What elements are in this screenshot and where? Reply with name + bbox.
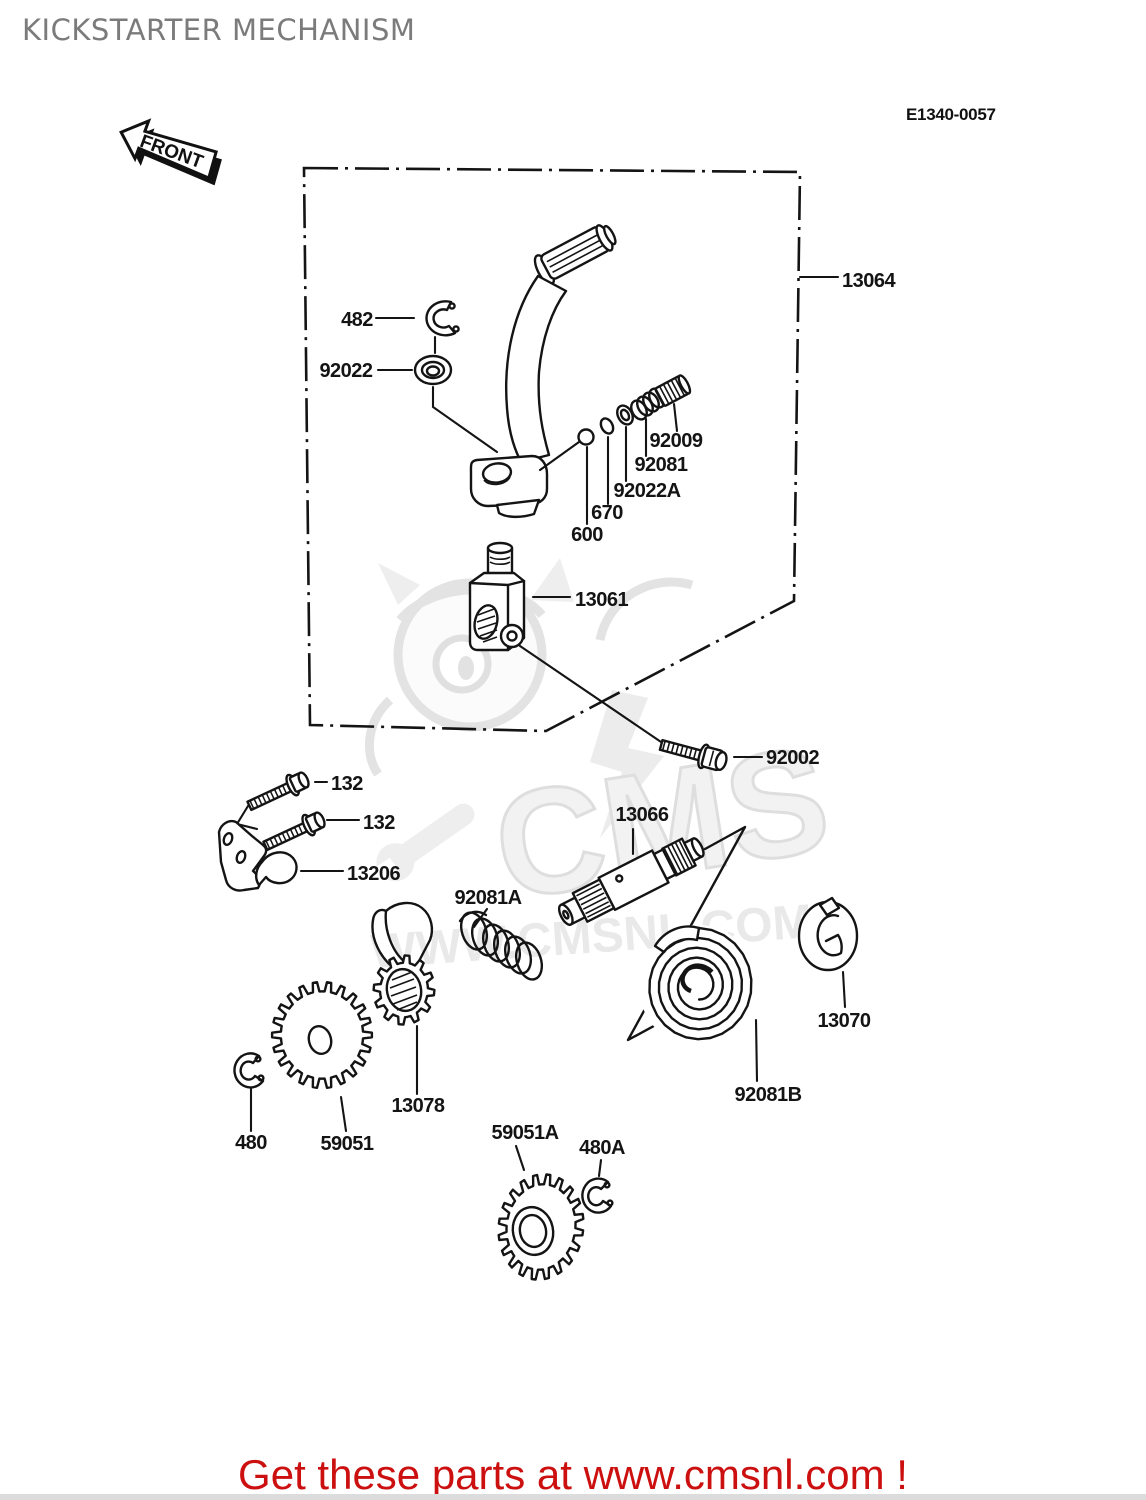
part-13061-kickstarter-holder[interactable] [468,541,526,652]
watermark-wrench-icon [376,803,475,882]
part-label-600[interactable]: 600 [571,524,604,546]
part-label-480A[interactable]: 480A [579,1137,625,1159]
part-92081A-spring[interactable] [457,909,547,983]
part-label-132-upper[interactable]: 132 [331,773,364,795]
part-600-ball[interactable] [577,428,595,446]
part-482-circlip[interactable] [425,300,460,337]
part-670-o-ring[interactable] [598,416,615,435]
part-59051A-gear[interactable] [497,1173,585,1281]
part-label-59051A[interactable]: 59051A [491,1122,559,1144]
part-132-bolt-lower[interactable] [261,808,328,855]
part-label-13206[interactable]: 13206 [347,863,401,885]
part-480A-circlip[interactable] [581,1177,614,1214]
part-label-13061[interactable]: 13061 [575,589,629,611]
pedal-foot [495,498,541,519]
diagram-code: E1340-0057 [906,105,996,124]
part-label-92022[interactable]: 92022 [319,360,373,382]
part-label-59051[interactable]: 59051 [320,1133,374,1155]
part-92009-bolt[interactable] [654,374,692,407]
part-label-132-lower[interactable]: 132 [363,812,396,834]
part-label-13078[interactable]: 13078 [391,1095,445,1117]
front-arrow-icon [119,118,218,180]
part-92002-bolt[interactable] [658,733,729,774]
part-label-92081B[interactable]: 92081B [734,1084,802,1106]
part-label-92022A[interactable]: 92022A [613,480,681,502]
part-label-482[interactable]: 482 [341,309,374,331]
part-label-13070[interactable]: 13070 [817,1010,871,1032]
part-132-bolt-upper[interactable] [245,768,312,815]
part-13064-kick-pedal[interactable] [469,219,620,519]
page-bottom-edge [0,1494,1146,1500]
part-label-670[interactable]: 670 [591,502,624,524]
part-label-480[interactable]: 480 [235,1132,268,1154]
part-92081B-spiral-spring[interactable] [639,925,757,1047]
part-13070-spring-guide[interactable] [797,896,859,972]
part-label-13066[interactable]: 13066 [615,804,669,826]
front-direction-sign: FRONT [119,118,222,186]
part-label-92002[interactable]: 92002 [766,747,820,769]
watermark-lightning-icon [590,690,664,838]
pedal-boss [469,454,549,508]
part-59051-gear[interactable] [270,981,374,1089]
part-label-13064[interactable]: 13064 [842,270,897,292]
part-480-circlip[interactable] [233,1052,265,1089]
part-13206-guide[interactable] [217,819,298,892]
page-title: KICKSTARTER MECHANISM [22,13,415,47]
pedal-arm [505,274,568,464]
footer-promo-link[interactable]: Get these parts at www.cmsnl.com ! [238,1451,908,1498]
part-label-92009[interactable]: 92009 [649,430,703,452]
part-13078-ratchet-gear[interactable] [371,901,436,1026]
part-13066-kickstarter-shaft[interactable] [553,830,709,933]
assembly-boundary-box [302,166,802,733]
pedal-grip [533,224,617,286]
part-92022-washer[interactable] [413,354,453,386]
part-label-92081A[interactable]: 92081A [454,887,522,909]
part-label-92081[interactable]: 92081 [634,454,688,476]
